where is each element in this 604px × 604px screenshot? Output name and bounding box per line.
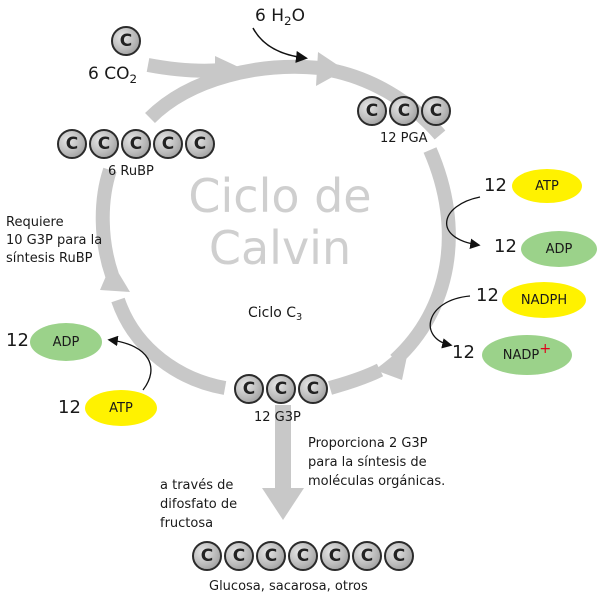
cycle-arc-bottom-left	[111, 297, 227, 395]
carbon-atom: C	[234, 374, 264, 404]
title-line-2: Calvin	[208, 221, 352, 275]
carbon-atom: C	[421, 96, 451, 126]
carbon-atom: C	[352, 541, 382, 571]
carbon-atom: C	[357, 96, 387, 126]
carbon-atom: C	[288, 541, 318, 571]
arrowhead-right	[375, 342, 410, 380]
carbon-atom: C	[89, 129, 119, 159]
right-atp-count: 12	[484, 175, 507, 196]
h2o-arrow	[252, 27, 308, 63]
left-adp-badge: ADP	[30, 323, 102, 361]
carbon-atom: C	[192, 541, 222, 571]
cycle-arc-left	[95, 167, 119, 278]
carbon-atom: C	[121, 129, 151, 159]
cycle-subtitle: Ciclo C3	[248, 305, 303, 324]
carbon-atom: C	[384, 541, 414, 571]
g3p-label: 12 G3P	[254, 410, 301, 425]
arrowhead-top	[316, 52, 345, 86]
right-atp-badge: ATP	[512, 169, 582, 203]
cycle-title: Ciclo de Calvin	[150, 170, 410, 274]
nadph-to-nadp-arrow	[429, 295, 471, 349]
arrowhead-product	[262, 488, 304, 520]
note-provides: Proporciona 2 G3P para la síntesis de mo…	[308, 436, 446, 489]
carbon-atom: C	[57, 129, 87, 159]
arrowhead-left	[100, 262, 130, 292]
title-line-1: Ciclo de	[188, 169, 372, 223]
pga-label: 12 PGA	[380, 131, 428, 146]
co2-label: 6 CO2	[88, 64, 138, 87]
carbon-atom: C	[153, 129, 183, 159]
carbon-atom: C	[266, 374, 296, 404]
co2-inflow	[146, 58, 223, 78]
right-adp-badge: ADP	[521, 231, 597, 267]
nadph-count: 12	[476, 285, 499, 306]
carbon-atom: C	[111, 26, 141, 56]
left-atp-count: 12	[58, 397, 81, 418]
carbon-atom: C	[256, 541, 286, 571]
carbon-atom: C	[298, 374, 328, 404]
nadp-badge: NADP+	[482, 335, 572, 375]
carbon-atom: C	[185, 129, 215, 159]
note-requires: Requiere 10 G3P para la síntesis RuBP	[6, 215, 103, 266]
atp-to-adp-left-arrow	[107, 335, 152, 391]
carbon-atom: C	[320, 541, 350, 571]
note-via: a través de difosfato de fructosa	[160, 478, 238, 531]
rubp-label: 6 RuBP	[108, 164, 154, 179]
arrowhead-co2	[215, 56, 245, 84]
left-atp-badge: ATP	[85, 390, 157, 426]
carbon-atom: C	[389, 96, 419, 126]
left-adp-count: 12	[6, 330, 29, 351]
atp-to-adp-right-arrow	[446, 196, 481, 249]
nadph-badge: NADPH	[502, 282, 586, 318]
cycle-arc-bottom-right	[327, 363, 384, 395]
nadp-count: 12	[452, 342, 475, 363]
product-label: Glucosa, sacarosa, otros	[209, 579, 368, 594]
right-adp-count: 12	[494, 236, 517, 257]
cycle-arc-right	[390, 147, 456, 366]
h2o-label: 6 H2O	[255, 6, 305, 29]
carbon-atom: C	[224, 541, 254, 571]
